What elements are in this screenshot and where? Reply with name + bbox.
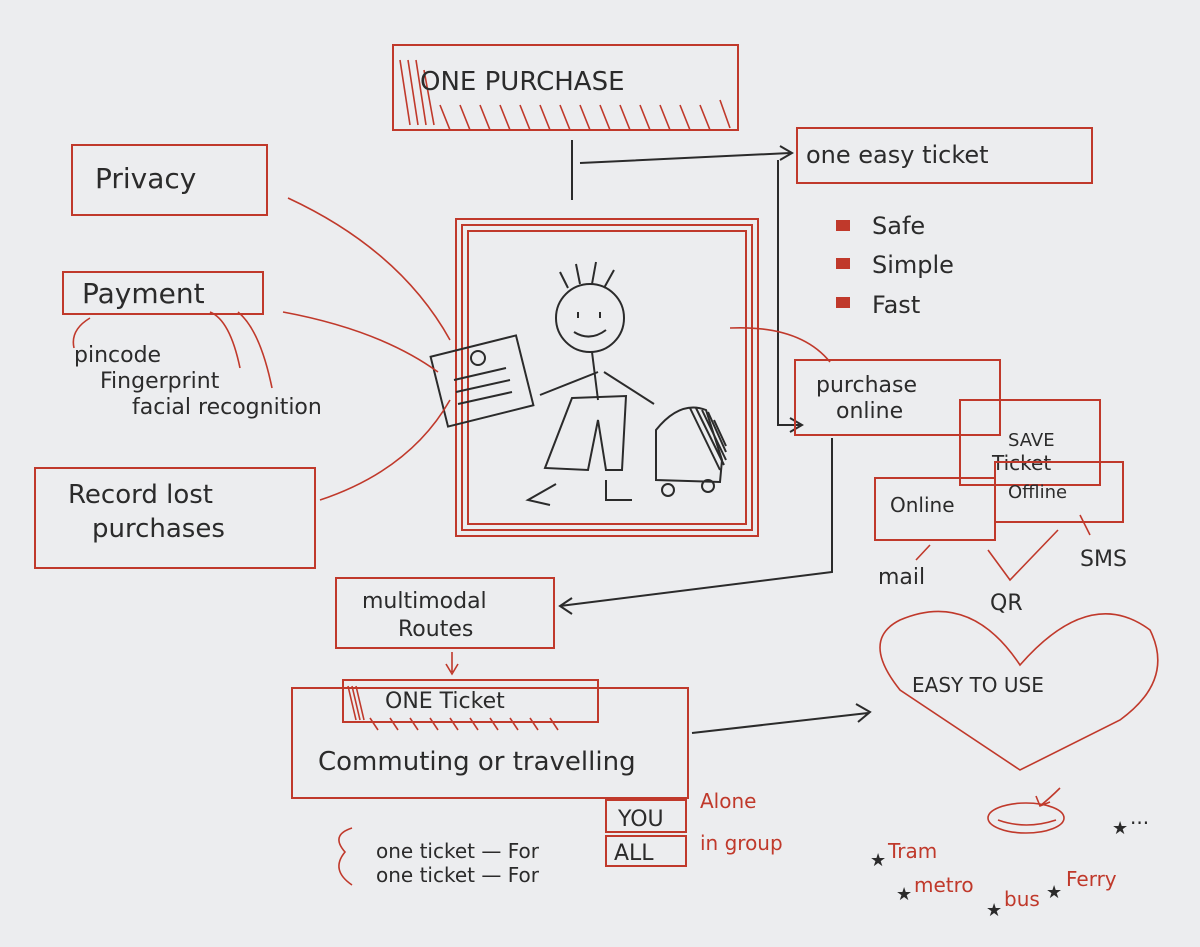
option-you-text: one ticket — For [376, 839, 540, 863]
benefit-item: Fast [872, 291, 920, 319]
payment-box: Payment [62, 271, 264, 315]
transport-mode: bus [1004, 887, 1040, 911]
record-text-line1: Record lost [68, 480, 213, 510]
luggage-icon [655, 406, 727, 497]
bullet-icon [836, 258, 850, 269]
ticket-options: one ticket — For YOU Alone one ticket — … [338, 789, 783, 887]
payment-option: pincode [74, 343, 161, 368]
option-all-label: ALL [614, 841, 654, 866]
benefit-item: Safe [872, 212, 925, 240]
payment-brackets [72, 311, 273, 389]
connector-title-right [579, 145, 794, 164]
star-bullet-icon: ★ [986, 900, 1002, 921]
card-icon [987, 802, 1065, 834]
connector-frame-purchase [729, 326, 831, 363]
heart-icon: EASY TO USE [879, 610, 1159, 771]
connector-payment [282, 311, 439, 373]
title-text: ONE PURCHASE [420, 67, 625, 97]
bullet-icon [836, 220, 850, 231]
mail-label: mail [878, 565, 925, 590]
option-you-box [605, 799, 687, 833]
option-you-label: YOU [617, 807, 664, 832]
benefit-list: Safe Simple Fast [836, 212, 954, 319]
benefit-item: Simple [872, 251, 954, 279]
option-all-note: in group [700, 831, 783, 855]
online-box: Online [874, 477, 996, 541]
payment-text: Payment [82, 277, 205, 310]
payment-option: Fingerprint [100, 369, 220, 394]
options-brace [338, 827, 353, 886]
connector-purchase-routes [558, 438, 833, 615]
title-banner: ONE PURCHASE [392, 44, 739, 131]
easy-ticket-text: one easy ticket [806, 141, 989, 169]
ticket-card-icon [429, 334, 535, 428]
connector-record [319, 399, 451, 501]
option-all-box [605, 835, 687, 867]
star-bullet-icon: ★ [1046, 882, 1062, 903]
commuting-box: Commuting or travelling [291, 687, 689, 799]
purchase-text-line2: online [836, 399, 903, 424]
record-box: Record lost purchases [34, 467, 316, 569]
online-text: Online [890, 493, 955, 517]
offline-box: Offline [994, 461, 1124, 523]
transport-mode: metro [914, 873, 974, 897]
heart-text: EASY TO USE [912, 673, 1044, 697]
offline-text: Offline [1008, 482, 1067, 503]
star-bullet-icon: ★ [870, 850, 886, 871]
bullet-icon [836, 297, 850, 308]
routes-arrow-down [445, 652, 459, 676]
save-text-line1: SAVE [1008, 430, 1055, 451]
connector-down-right [777, 160, 804, 433]
purchase-text-line1: purchase [816, 373, 917, 398]
record-text-line2: purchases [92, 514, 225, 544]
transport-mode: Tram [887, 839, 937, 863]
transport-modes: ★ Tram ★ metro ★ bus ★ Ferry ★ ... [870, 805, 1149, 921]
routes-text-line2: Routes [398, 617, 473, 642]
save-branch-lines [915, 514, 1091, 582]
connector-privacy [287, 197, 451, 341]
one-ticket-banner: ONE Ticket [342, 679, 599, 731]
privacy-box: Privacy [71, 144, 268, 216]
routes-text-line1: multimodal [362, 589, 487, 614]
one-ticket-text: ONE Ticket [385, 689, 505, 714]
save-ticket-box: SAVE Ticket [959, 399, 1101, 486]
purchase-online-box: purchase online [794, 359, 1001, 436]
payment-option: facial recognition [132, 395, 322, 420]
connector-heart [691, 703, 872, 734]
star-bullet-icon: ★ [1112, 818, 1128, 839]
easy-ticket-box: one easy ticket [796, 127, 1093, 184]
stick-figure-icon [525, 261, 655, 506]
transport-mode: ... [1130, 805, 1149, 829]
star-bullet-icon: ★ [896, 884, 912, 905]
qr-label: QR [990, 591, 1023, 616]
sms-label: SMS [1080, 547, 1127, 572]
option-all-text: one ticket — For [376, 863, 540, 887]
option-you-note: Alone [700, 789, 756, 813]
transport-mode: Ferry [1066, 867, 1117, 891]
commuting-text: Commuting or travelling [318, 747, 636, 777]
privacy-text: Privacy [95, 162, 196, 195]
routes-box: multimodal Routes [335, 577, 555, 649]
